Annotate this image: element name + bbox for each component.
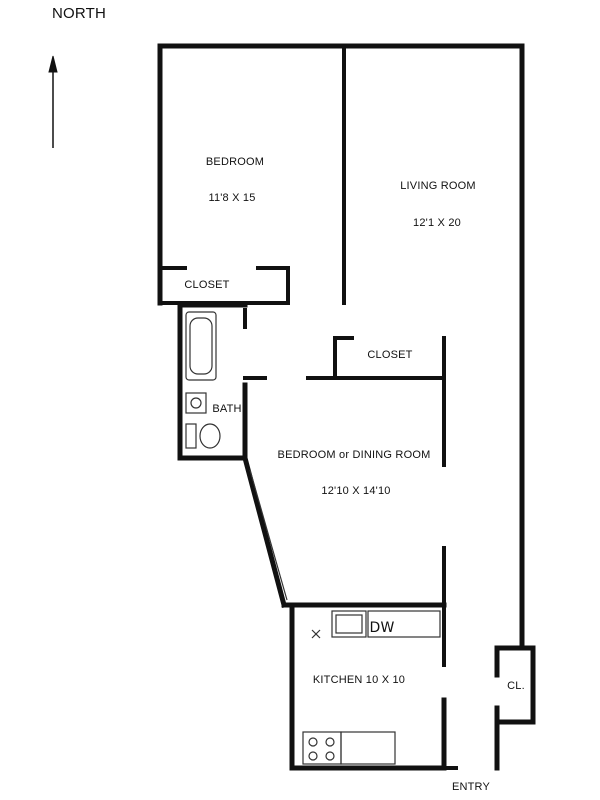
entry-label: ENTRY	[451, 781, 491, 793]
fixtures	[185, 311, 441, 765]
bedroom-size: 11'8 X 15	[208, 192, 256, 204]
compass-label: NORTH	[52, 5, 107, 22]
bath-label: BATH	[212, 403, 242, 415]
entry-closet-label: CL.	[507, 680, 525, 692]
kitchen-label: KITCHEN 10 X 10	[312, 674, 406, 686]
bedroom-closet-label: CLOSET	[184, 279, 230, 291]
dishwasher-label: DW	[369, 620, 395, 636]
dining-size: 12'10 X 14'10	[321, 485, 391, 497]
hall-closet-label: CLOSET	[367, 349, 413, 361]
living-room-size: 12'1 X 20	[413, 217, 461, 229]
dining-name: BEDROOM or DINING ROOM	[277, 449, 431, 461]
interior-walls	[162, 48, 446, 667]
bedroom-name: BEDROOM	[205, 156, 265, 168]
north-arrow-icon	[48, 55, 58, 148]
living-room-name: LIVING ROOM	[400, 180, 476, 192]
